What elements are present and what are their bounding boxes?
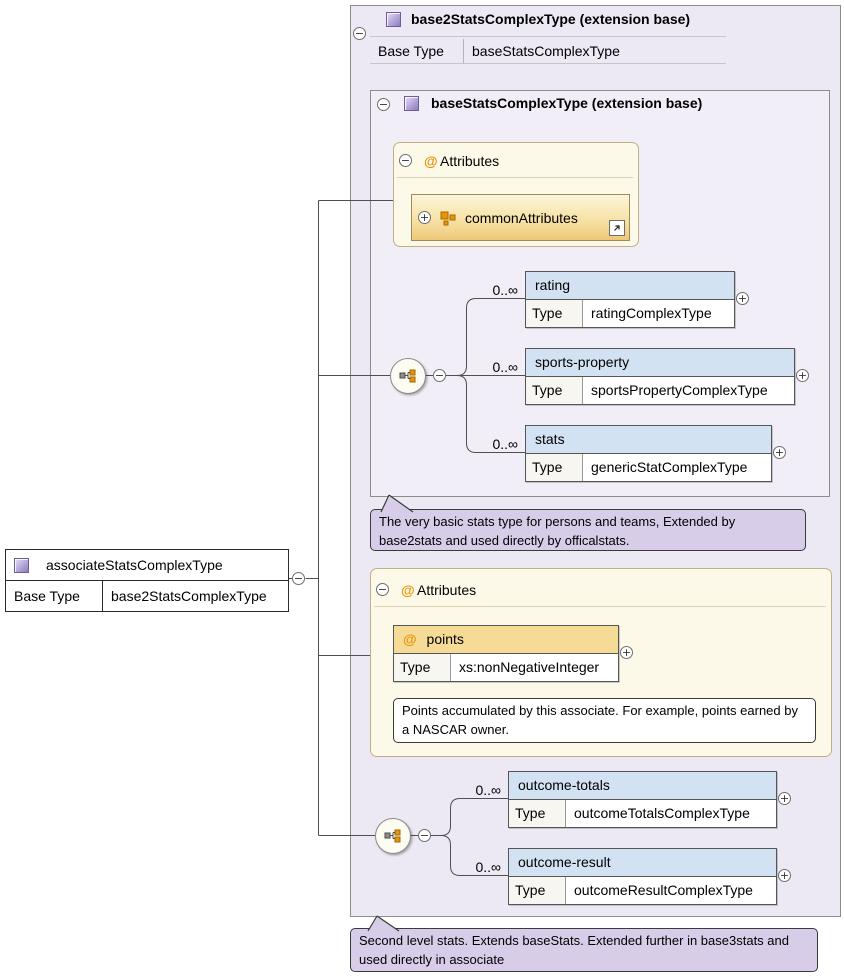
annotation-base2stats: Second level stats. Extends baseStats. E… (350, 928, 818, 972)
element-name[interactable]: rating (526, 272, 734, 300)
expand-button-outcome-result[interactable]: + (778, 869, 791, 882)
type-label: Type (526, 454, 583, 481)
element-name[interactable]: outcome-totals (509, 772, 776, 800)
type-value: genericStatComplexType (591, 459, 748, 475)
attribute-group-name: commonAttributes (465, 209, 578, 226)
panel-title-base2stats: base2StatsComplexType (extension base) (411, 11, 691, 27)
expand-button-sports-property[interactable]: + (796, 369, 809, 382)
annotation-points: Points accumulated by this associate. Fo… (393, 698, 816, 743)
element-name[interactable]: sports-property (526, 349, 794, 377)
attribute-name-text: points (426, 631, 464, 647)
type-label: Type (526, 300, 583, 327)
type-value: outcomeResultComplexType (574, 882, 753, 898)
collapse-button-sequence-basestats[interactable]: − (433, 369, 446, 382)
element-box-stats[interactable]: stats Type genericStatComplexType (525, 425, 772, 482)
expand-button-points[interactable]: + (620, 646, 633, 659)
type-value: outcomeTotalsComplexType (574, 805, 750, 821)
sequence-icon (384, 829, 401, 843)
collapse-button-attributes-basestats[interactable]: − (399, 154, 412, 167)
divider (463, 39, 464, 63)
base-type-value: baseStatsComplexType (472, 43, 620, 59)
element-name[interactable]: stats (526, 426, 771, 454)
attributes-header: Attributes (417, 582, 477, 598)
complex-type-icon (386, 12, 401, 27)
divider (370, 36, 726, 37)
attributes-header: Attributes (440, 153, 500, 169)
sequence-compositor-icon[interactable] (390, 358, 426, 394)
occurs-label-outcome-result: 0..∞ (475, 859, 501, 875)
at-symbol: @ (403, 631, 417, 647)
divider (397, 177, 633, 178)
complex-type-icon (14, 557, 29, 573)
attribute-group-ref-commonattributes[interactable]: + commonAttributes (411, 194, 630, 241)
element-box-outcome-totals[interactable]: outcome-totals Type outcomeTotalsComplex… (508, 771, 777, 828)
element-box-rating[interactable]: rating Type ratingComplexType (525, 271, 735, 328)
annotation-basestats: The very basic stats type for persons an… (370, 509, 806, 551)
type-value: sportsPropertyComplexType (591, 382, 768, 398)
collapse-button-base2stats[interactable]: − (353, 27, 366, 40)
global-type-header: associateStatsComplexType (6, 550, 288, 581)
expand-button-commonattributes[interactable]: + (418, 211, 431, 224)
panel-title-basestats: baseStatsComplexType (extension base) (431, 95, 703, 111)
divider (374, 606, 826, 607)
jump-to-definition-icon[interactable] (609, 220, 625, 236)
sequence-compositor-icon[interactable] (375, 818, 411, 854)
element-name[interactable]: outcome-result (509, 849, 776, 877)
expand-button-stats[interactable]: + (773, 446, 786, 459)
element-box-sports-property[interactable]: sports-property Type sportsPropertyCompl… (525, 348, 795, 405)
global-type-title: associateStatsComplexType (46, 557, 223, 573)
complex-type-icon (404, 96, 419, 111)
attribute-name[interactable]: @ points (394, 626, 618, 654)
collapse-button-sequence-base2stats[interactable]: − (418, 829, 431, 842)
type-label: Type (509, 877, 566, 904)
attribute-group-icon (440, 210, 456, 226)
element-box-outcome-result[interactable]: outcome-result Type outcomeResultComplex… (508, 848, 777, 905)
expand-button-outcome-totals[interactable]: + (778, 792, 791, 805)
occurs-label-rating: 0..∞ (492, 282, 518, 298)
occurs-label-outcome-totals: 0..∞ (475, 782, 501, 798)
at-symbol: @ (424, 153, 438, 169)
collapse-button-associatestats[interactable]: − (292, 572, 305, 585)
global-type-basetype-row: Base Type base2StatsComplexType (6, 581, 288, 611)
at-symbol: @ (401, 582, 415, 598)
occurs-label-stats: 0..∞ (492, 436, 518, 452)
sequence-icon (399, 369, 416, 383)
attribute-box-points[interactable]: @ points Type xs:nonNegativeInteger (393, 625, 619, 682)
global-type-node[interactable]: associateStatsComplexType Base Type base… (5, 549, 289, 612)
expand-button-rating[interactable]: + (736, 292, 749, 305)
type-label: Type (526, 377, 583, 404)
type-label: Type (394, 654, 451, 681)
base-type-value: base2StatsComplexType (111, 588, 267, 604)
base-type-label: Base Type (6, 581, 103, 611)
base-type-label: Base Type (378, 43, 444, 59)
type-value: ratingComplexType (591, 305, 712, 321)
type-label: Type (509, 800, 566, 827)
collapse-button-attributes-base2stats[interactable]: − (376, 583, 389, 596)
divider (370, 63, 726, 64)
collapse-button-basestats[interactable]: − (377, 98, 390, 111)
occurs-label-sports-property: 0..∞ (492, 359, 518, 375)
type-value: xs:nonNegativeInteger (459, 659, 600, 675)
